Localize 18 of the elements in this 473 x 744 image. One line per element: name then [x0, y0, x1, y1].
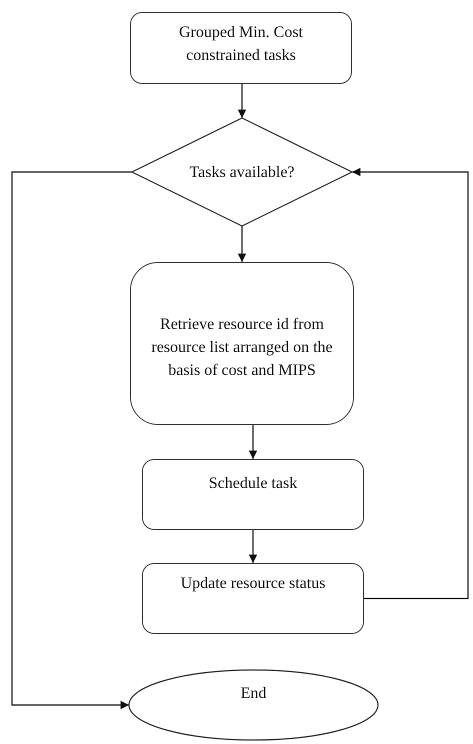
arrow [238, 226, 246, 262]
arrow [352, 168, 469, 600]
process-box [142, 563, 364, 634]
node-text: Grouped Min. Cost constrained tasks [178, 23, 304, 66]
terminal-ellipse [128, 669, 379, 741]
process-box [130, 262, 354, 425]
node-text: End [240, 684, 266, 704]
arrow [248, 425, 258, 459]
node-text: Update resource status [180, 574, 326, 594]
arrow [248, 530, 258, 563]
decision-diamond [130, 117, 354, 227]
arrow [11, 171, 132, 710]
node-text: Tasks available? [189, 162, 295, 182]
process-box [142, 459, 364, 530]
arrow [238, 84, 246, 118]
node-text: Retrieve resource id from resource list arranged on the basis of cost and MIPS [150, 315, 334, 381]
node-text: Schedule task [208, 474, 298, 494]
process-box [130, 12, 352, 84]
